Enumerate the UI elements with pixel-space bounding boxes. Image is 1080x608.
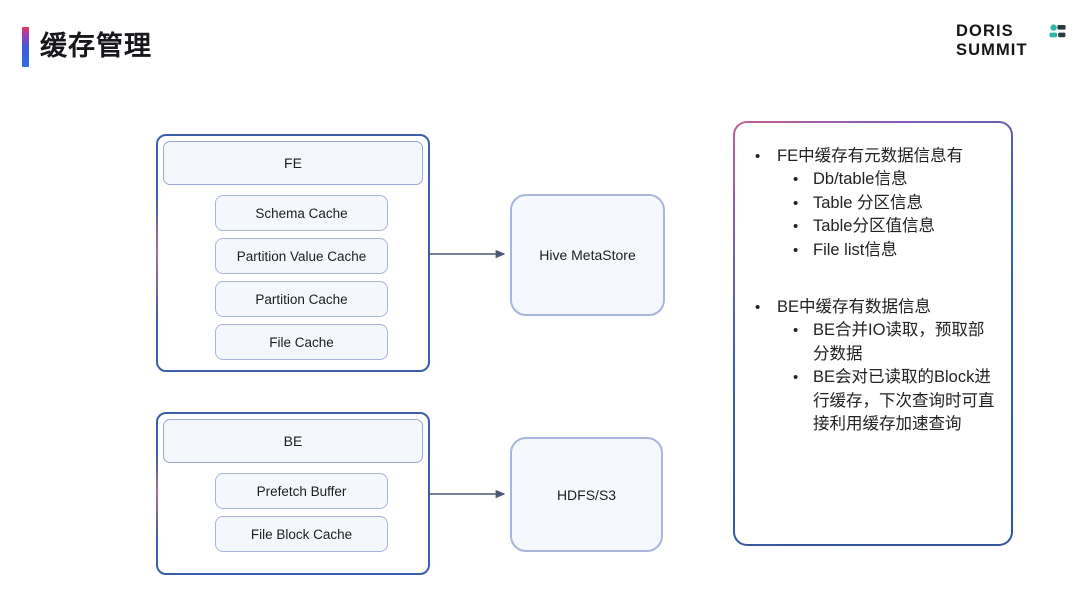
bullet-icon: •	[793, 171, 799, 188]
bullet-icon: •	[793, 218, 799, 235]
bullet-icon: •	[755, 148, 761, 165]
note-item-be-0: • BE合并IO读取，预取部分数据	[749, 319, 997, 366]
notes-spacer	[749, 266, 997, 296]
arrow-fe-to-hive-metastore	[428, 249, 506, 259]
note-group-be: • BE中缓存有数据信息 • BE合并IO读取，预取部分数据 • BE会对已读取…	[749, 296, 997, 437]
fe-container: FE Schema Cache Partition Value Cache Pa…	[156, 134, 430, 372]
fe-cache-schema[interactable]: Schema Cache	[215, 195, 388, 231]
note-item-fe-3-text: File list信息	[813, 240, 898, 259]
doris-summit-mark-icon	[1049, 24, 1066, 38]
be-header-label: BE	[163, 419, 423, 463]
note-item-fe-2-text: Table分区值信息	[813, 217, 935, 235]
note-item-fe-3: • File list信息	[749, 239, 997, 263]
notes-panel: • FE中缓存有元数据信息有 • Db/table信息 • Table 分区信息…	[733, 121, 1013, 546]
be-container: BE Prefetch Buffer File Block Cache	[156, 412, 430, 575]
be-prefetch-buffer[interactable]: Prefetch Buffer	[215, 473, 388, 509]
title-accent-bar	[22, 27, 29, 67]
note-group-fe: • FE中缓存有元数据信息有 • Db/table信息 • Table 分区信息…	[749, 145, 997, 262]
fe-cache-partition[interactable]: Partition Cache	[215, 281, 388, 317]
bullet-icon: •	[793, 322, 799, 339]
brand-name-line2: SUMMIT	[956, 41, 1028, 59]
note-item-be-1: • BE会对已读取的Block进行缓存，下次查询时可直接利用缓存加速查询	[749, 366, 997, 437]
fe-cache-file[interactable]: File Cache	[215, 324, 388, 360]
note-item-fe-1: • Table 分区信息	[749, 192, 997, 216]
note-heading-be: • BE中缓存有数据信息	[749, 296, 997, 319]
bullet-icon: •	[793, 241, 799, 259]
fe-cache-partition-value[interactable]: Partition Value Cache	[215, 238, 388, 274]
brand-logo: DORIS SUMMIT	[956, 22, 1066, 68]
note-item-fe-2: • Table分区值信息	[749, 215, 997, 239]
note-item-be-1-text: BE会对已读取的Block进行缓存，下次查询时可直接利用缓存加速查询	[813, 368, 995, 433]
storage-node-hive-metastore[interactable]: Hive MetaStore	[510, 194, 665, 316]
page-title: 缓存管理	[40, 31, 152, 61]
note-item-fe-0-text: Db/table信息	[813, 170, 908, 188]
note-heading-fe-text: FE中缓存有元数据信息有	[777, 147, 964, 165]
slide-header: 缓存管理 DORIS SUMMIT	[0, 0, 1080, 92]
brand-name-line1: DORIS	[956, 22, 1014, 40]
note-heading-be-text: BE中缓存有数据信息	[777, 298, 932, 316]
arrow-be-to-hdfs-s3	[428, 489, 506, 499]
bullet-icon: •	[793, 194, 799, 212]
fe-header-label: FE	[163, 141, 423, 185]
be-file-block-cache[interactable]: File Block Cache	[215, 516, 388, 552]
note-item-be-0-text: BE合并IO读取，预取部分数据	[813, 321, 985, 363]
bullet-icon: •	[793, 369, 799, 386]
storage-node-hdfs-s3[interactable]: HDFS/S3	[510, 437, 663, 552]
bullet-icon: •	[755, 299, 761, 316]
note-item-fe-1-text: Table 分区信息	[813, 193, 924, 212]
note-item-fe-0: • Db/table信息	[749, 168, 997, 192]
note-heading-fe: • FE中缓存有元数据信息有	[749, 145, 997, 168]
